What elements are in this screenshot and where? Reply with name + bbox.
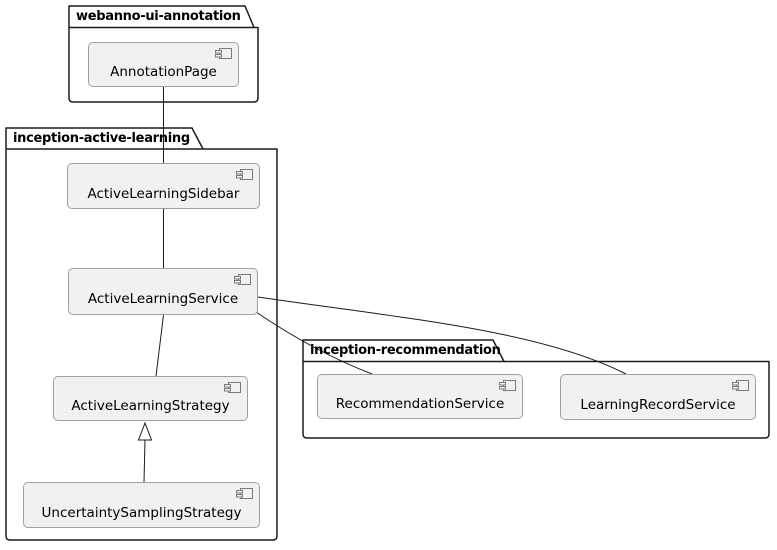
component-annotationpage: AnnotationPage xyxy=(88,42,239,87)
component-activelearningsidebar: ActiveLearningSidebar xyxy=(67,163,260,209)
component-activelearningstrategy: ActiveLearningStrategy xyxy=(53,376,248,421)
component-uncertaintysamplingstrategy: UncertaintySamplingStrategy xyxy=(23,482,260,528)
component-label: ActiveLearningSidebar xyxy=(87,185,240,202)
component-label: UncertaintySamplingStrategy xyxy=(41,504,242,521)
package-label-webanno-ui-annotation: webanno-ui-annotation xyxy=(76,9,241,24)
package-label-inception-recommendation: inception-recommendation xyxy=(310,343,501,358)
component-label: ActiveLearningService xyxy=(87,291,239,307)
component-icon xyxy=(499,379,516,392)
component-label: AnnotationPage xyxy=(110,64,217,80)
edge-uncertaintysamplingstrategy-activelearningstrategy xyxy=(143,439,146,483)
component-icon xyxy=(215,47,232,60)
edge-activelearningservice-activelearningstrategy xyxy=(155,314,164,377)
component-label: LearningRecordService xyxy=(580,396,736,413)
generalization-arrowhead xyxy=(137,421,153,441)
package-label-inception-active-learning: inception-active-learning xyxy=(13,131,190,146)
component-icon xyxy=(236,168,253,181)
edge-activelearningservice-recommendationservice xyxy=(255,311,373,375)
component-icon xyxy=(234,273,251,286)
component-label: ActiveLearningStrategy xyxy=(71,398,230,414)
edge-activelearningservice-learningrecordservice xyxy=(257,296,627,375)
component-recommendationservice: RecommendationService xyxy=(317,374,523,419)
component-icon xyxy=(236,487,253,500)
component-learningrecordservice: LearningRecordService xyxy=(560,374,756,420)
component-label: RecommendationService xyxy=(335,396,505,412)
component-icon xyxy=(224,381,241,394)
component-icon xyxy=(732,379,749,392)
component-activelearningservice: ActiveLearningService xyxy=(68,268,258,315)
package-inception-active-learning-outline xyxy=(5,127,278,541)
